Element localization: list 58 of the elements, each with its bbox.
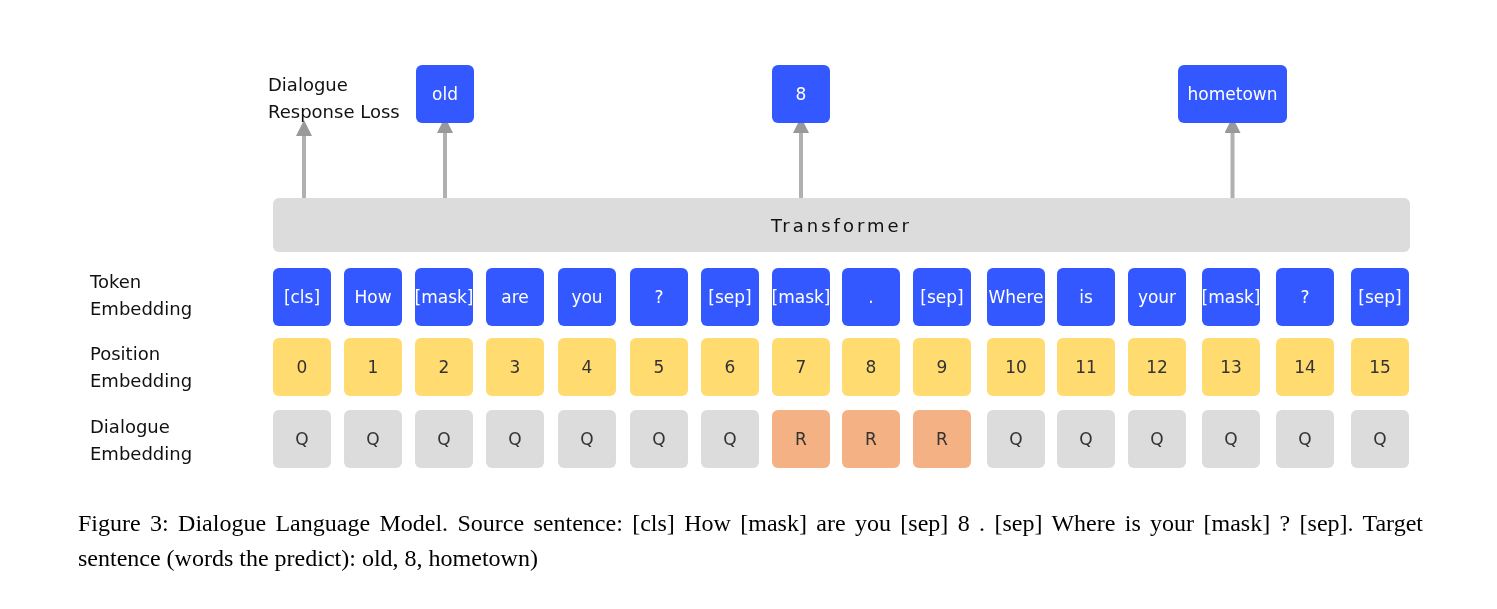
position-box: 3 xyxy=(486,338,544,396)
position-box: 13 xyxy=(1202,338,1260,396)
segment-box: Q xyxy=(1057,410,1115,468)
segment-box: Q xyxy=(486,410,544,468)
segment-box: R xyxy=(913,410,971,468)
position-box: 14 xyxy=(1276,338,1334,396)
loss-label: Dialogue Response Loss xyxy=(268,70,413,126)
segment-box: Q xyxy=(1276,410,1334,468)
token-box: [mask] xyxy=(1202,268,1260,326)
token-box: you xyxy=(558,268,616,326)
segment-box: Q xyxy=(273,410,331,468)
token-box: [sep] xyxy=(701,268,759,326)
token-box: [sep] xyxy=(913,268,971,326)
row-label: Position Embedding xyxy=(90,342,194,393)
token-box: ? xyxy=(630,268,688,326)
position-box: 6 xyxy=(701,338,759,396)
segment-box: Q xyxy=(558,410,616,468)
position-box: 4 xyxy=(558,338,616,396)
row-label: Dialogue Embedding xyxy=(90,415,194,466)
target-word-box: 8 xyxy=(772,65,830,123)
position-box: 10 xyxy=(987,338,1045,396)
target-word-box: old xyxy=(416,65,474,123)
position-box: 8 xyxy=(842,338,900,396)
segment-box: Q xyxy=(987,410,1045,468)
position-box: 1 xyxy=(344,338,402,396)
segment-box: Q xyxy=(1128,410,1186,468)
position-box: 9 xyxy=(913,338,971,396)
position-box: 11 xyxy=(1057,338,1115,396)
segment-box: Q xyxy=(1202,410,1260,468)
position-box: 12 xyxy=(1128,338,1186,396)
token-box: your xyxy=(1128,268,1186,326)
position-box: 0 xyxy=(273,338,331,396)
position-box: 15 xyxy=(1351,338,1409,396)
segment-box: Q xyxy=(344,410,402,468)
token-box: are xyxy=(486,268,544,326)
position-box: 2 xyxy=(415,338,473,396)
position-box: 5 xyxy=(630,338,688,396)
token-box: ? xyxy=(1276,268,1334,326)
token-box: [mask] xyxy=(415,268,473,326)
token-box: is xyxy=(1057,268,1115,326)
segment-box: Q xyxy=(1351,410,1409,468)
transformer-bar: Transformer xyxy=(273,198,1410,252)
segment-box: Q xyxy=(415,410,473,468)
target-word-box: hometown xyxy=(1178,65,1287,123)
token-box: Where xyxy=(987,268,1045,326)
row-label: Token Embedding xyxy=(90,270,194,321)
segment-box: R xyxy=(772,410,830,468)
figure-caption: Figure 3: Dialogue Language Model. Source sentence: [cls] How [mask] are you [sep] 8 . [sep] Where is your [mask] ? [sep]. Target sentence (words the predict): old, 8, hometown) xyxy=(78,509,1423,573)
position-box: 7 xyxy=(772,338,830,396)
segment-box: Q xyxy=(630,410,688,468)
token-box: How xyxy=(344,268,402,326)
token-box: [cls] xyxy=(273,268,331,326)
arrow xyxy=(296,120,312,198)
token-box: [sep] xyxy=(1351,268,1409,326)
segment-box: R xyxy=(842,410,900,468)
token-box: [mask] xyxy=(772,268,830,326)
segment-box: Q xyxy=(701,410,759,468)
token-box: . xyxy=(842,268,900,326)
